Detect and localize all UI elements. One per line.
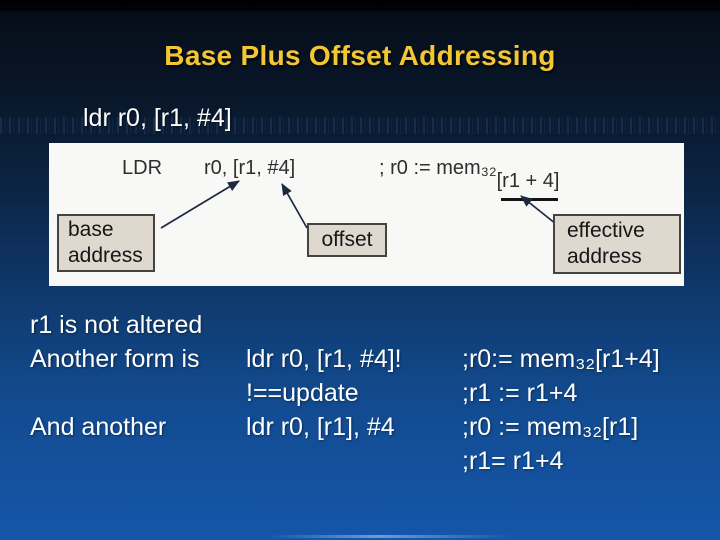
- note-row: Another form is ldr r0, [r1, #4]! ;r0:= …: [0, 342, 720, 376]
- addressing-diagram-panel: LDR r0, [r1, #4] ; r0 := mem₃₂ [r1 + 4] …: [49, 143, 684, 286]
- note-left-text: r1 is not altered: [30, 311, 203, 339]
- label-box-base-address: base address: [57, 214, 155, 272]
- note-comment-text: ;r0:= mem₃₂[r1+4]: [462, 345, 660, 373]
- diagram-comment: ; r0 := mem₃₂ [r1 + 4]: [379, 156, 559, 201]
- note-code-text: ldr r0, [r1, #4]!: [246, 345, 402, 373]
- note-comment-text: ;r1= r1+4: [462, 447, 564, 475]
- note-comment-text: ;r0 := mem₃₂[r1]: [462, 413, 639, 441]
- note-row: !==update ;r1 := r1+4: [0, 376, 720, 410]
- diagram-arrows: [160, 180, 557, 229]
- note-row: And another ldr r0, [r1], #4 ;r0 := mem₃…: [0, 410, 720, 444]
- arrow-effective-to-underline: [520, 195, 557, 225]
- diagram-mnemonic: LDR: [122, 157, 163, 179]
- label-box-effective-address: effective address: [553, 214, 681, 274]
- arrow-base-to-r1: [160, 180, 240, 229]
- bottom-highlight: [268, 535, 512, 538]
- decorative-texture-band: [0, 117, 720, 134]
- slide-title: Base Plus Offset Addressing: [164, 40, 556, 71]
- note-row: ;r1= r1+4: [0, 444, 720, 478]
- top-edge-bar: [0, 0, 720, 11]
- note-code-text: !==update: [246, 379, 359, 407]
- diagram-comment-prefix: ; r0 := mem₃₂: [379, 157, 497, 179]
- note-row: r1 is not altered: [0, 308, 720, 342]
- note-code-text: ldr r0, [r1], #4: [246, 413, 395, 441]
- label-box-offset: offset: [307, 223, 387, 257]
- note-left-text: And another: [30, 413, 167, 441]
- diagram-operands: r0, [r1, #4]: [204, 157, 296, 179]
- note-left-text: Another form is: [30, 345, 200, 373]
- note-comment-text: ;r1 := r1+4: [462, 379, 578, 407]
- notes-block: r1 is not altered Another form is ldr r0…: [0, 308, 720, 478]
- arrow-offset-to-imm: [281, 183, 308, 229]
- intro-instruction: ldr r0, [r1, #4]: [83, 104, 232, 132]
